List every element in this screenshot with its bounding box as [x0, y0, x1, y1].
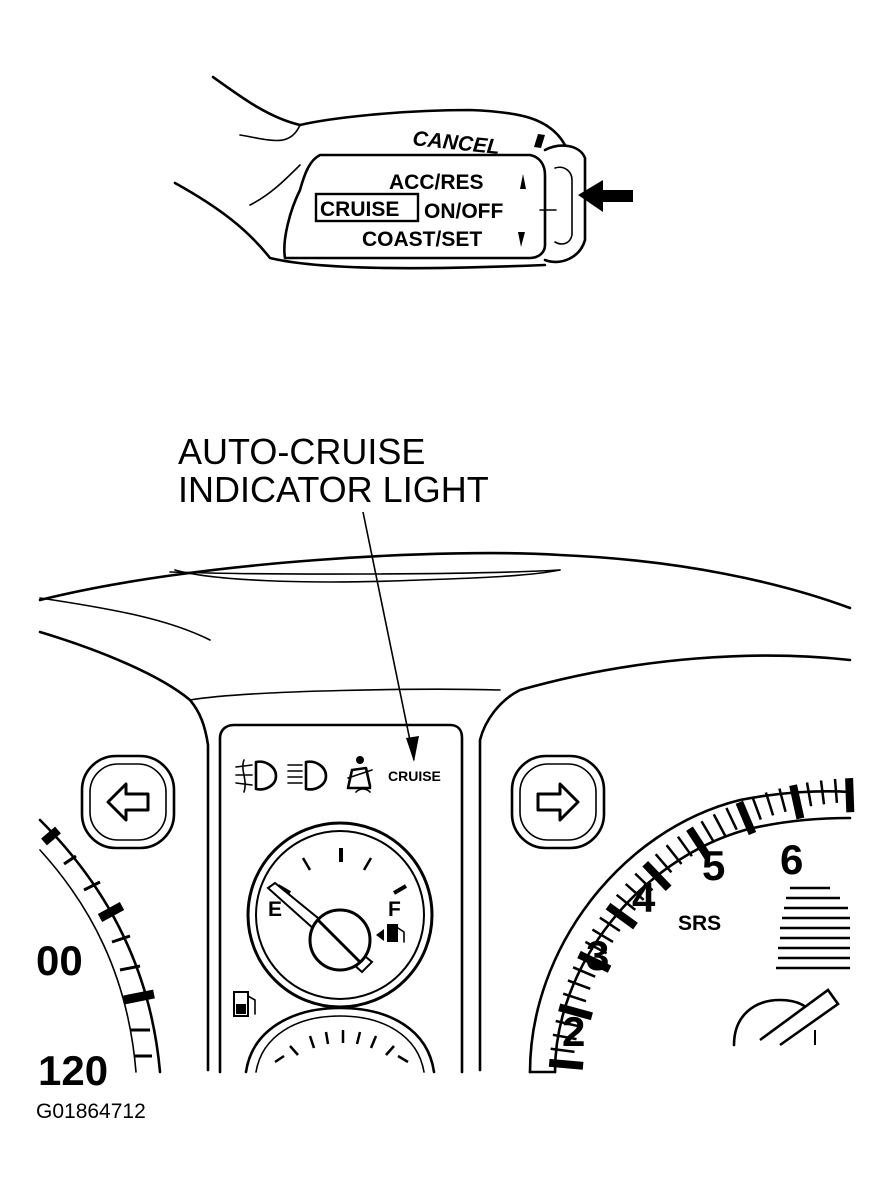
headlight-high-beam-icon: [287, 760, 328, 791]
fuel-gauge: E F: [246, 821, 434, 1009]
tachometer-tick: [599, 916, 621, 932]
tachometer-tick: [591, 928, 614, 943]
tachometer-label-6: 6: [780, 836, 803, 883]
seatbelt-warning-icon: [346, 756, 373, 793]
speedometer-label-120: 120: [38, 1047, 108, 1094]
tachometer-tick: [845, 778, 855, 813]
redzone-hatching: [776, 886, 850, 970]
tachometer-label-2: 2: [562, 1008, 585, 1055]
tachometer: 2 3 4 5 6 SRS: [528, 778, 855, 1074]
tachometer-tick: [819, 780, 826, 805]
turn-right-indicator: [510, 754, 606, 850]
tachometer-tick: [615, 893, 637, 911]
tachometer-tick: [712, 813, 727, 837]
tachometer-tick: [805, 782, 813, 807]
tachometer-tick: [665, 844, 683, 865]
tachometer-tick: [725, 807, 738, 831]
fuel-pump-icon: [233, 991, 256, 1017]
tachometer-tick: [735, 800, 757, 836]
tachometer-tick: [605, 902, 638, 930]
tachometer-tick: [789, 784, 805, 820]
tachometer-tick: [700, 820, 715, 843]
turn-left-arrow-icon: [106, 782, 150, 822]
srs-label: SRS: [678, 912, 721, 935]
tachometer-tick: [555, 1019, 580, 1028]
callout-line-2: INDICATOR LIGHT: [178, 469, 489, 510]
tachometer-tick: [572, 966, 596, 978]
tachometer-tick: [558, 1003, 593, 1021]
tachometer-tick: [676, 835, 693, 857]
cruise-control-stalk: CANCEL ACC/RES CRUISE ON/OFF COAST/SET: [173, 75, 587, 270]
down-triangle-icon: [518, 232, 525, 247]
tachometer-tick: [550, 1047, 575, 1054]
fuel-empty-label: E: [268, 898, 282, 921]
cruise-button-frame: [314, 192, 420, 223]
front-fog-light-icon: [235, 759, 278, 793]
coast-set-label: COAST/SET: [362, 228, 482, 251]
acc-res-label: ACC/RES: [389, 171, 484, 194]
callout-arrowhead: [406, 736, 419, 762]
tachometer-tick: [778, 788, 787, 813]
tachometer-tick: [577, 950, 612, 973]
tachometer-tick: [562, 992, 587, 1003]
cruise-indicator-light: CRUISE: [388, 768, 441, 784]
lower-gauge: [244, 1006, 436, 1074]
up-triangle-icon: [520, 174, 526, 189]
figure-id: G01864712: [36, 1100, 146, 1123]
speedometer-label-100: 00: [36, 937, 83, 984]
tachometer-tick: [642, 860, 672, 892]
tachometer-tick: [833, 778, 839, 803]
tachometer-tick: [634, 872, 654, 892]
tachometer-needle: [759, 988, 840, 1047]
tachometer-tick: [751, 796, 762, 821]
tachometer-tick: [654, 853, 673, 874]
fuel-full-label: F: [388, 898, 401, 921]
tachometer-tick: [552, 1033, 577, 1041]
tachometer-label-4: 4: [632, 874, 656, 921]
on-off-label: ON/OFF: [424, 200, 503, 223]
tachometer-tick: [548, 1058, 584, 1070]
cancel-arrow-icon: [534, 134, 545, 148]
callout-leader-line: [362, 511, 415, 761]
tachometer-tick: [624, 883, 645, 901]
fuel-pump-icon: [387, 924, 405, 943]
tachometer-tick: [764, 792, 775, 816]
tachometer-tick: [584, 940, 608, 955]
speedometer: 00 120: [36, 818, 162, 1094]
tachometer-label-3: 3: [586, 932, 609, 979]
turn-right-arrow-icon: [536, 782, 580, 822]
tachometer-label-5: 5: [702, 842, 725, 889]
callout-line-1: AUTO-CRUISE: [178, 431, 425, 472]
cruise-button-label: CRUISE: [320, 198, 399, 221]
instrument-cluster: CRUISE E F: [36, 551, 855, 1094]
tachometer-tick: [567, 979, 591, 990]
tachometer-tick: [686, 826, 712, 860]
pointer-arrow-icon: [578, 180, 633, 212]
turn-left-indicator: [80, 754, 176, 850]
fuel-side-arrow-icon: [376, 929, 384, 941]
